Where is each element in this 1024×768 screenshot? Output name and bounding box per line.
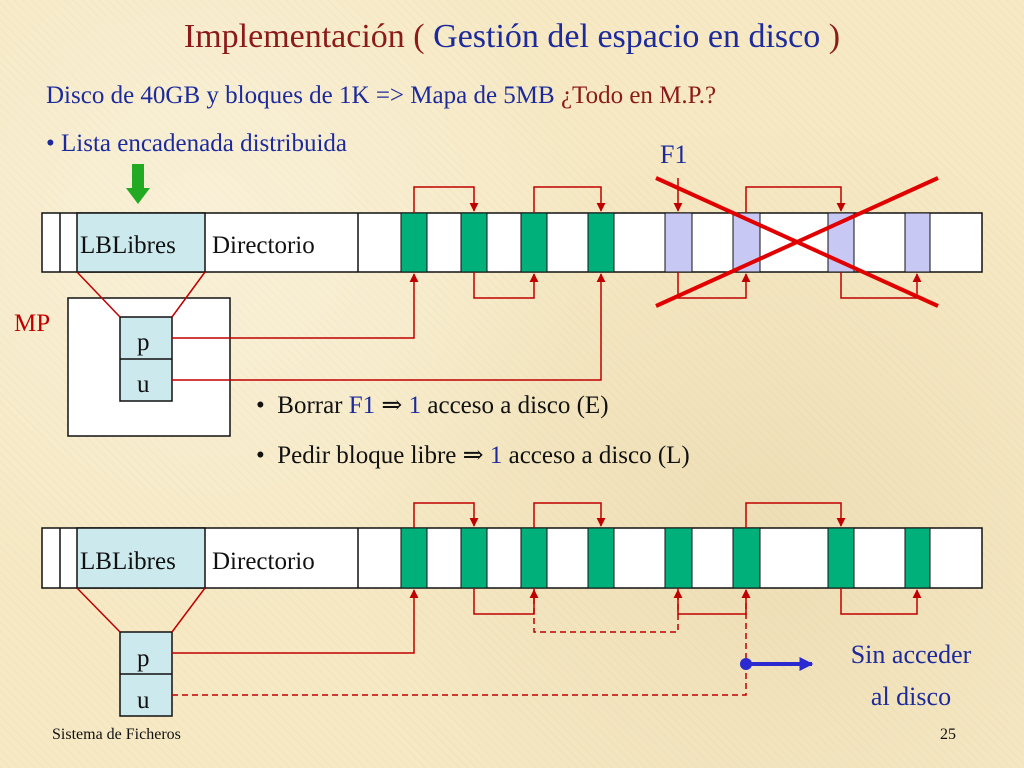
memory-box-top: p u (67, 271, 231, 437)
disk-top: LBLibres Directorio (41, 212, 983, 273)
title-part-1: Implementación ( (183, 18, 434, 55)
disk-bottom: LBLibres Directorio (41, 527, 983, 589)
bullet-pedir-prefix: Pedir bloque libre (277, 442, 457, 469)
bullet-pedir-num: 1 (489, 442, 503, 469)
pointer-u-bottom: u (137, 687, 150, 714)
pointer-p-top: p (137, 329, 150, 356)
bullet-pedir-rest: acceso a disco (L) (502, 442, 690, 469)
f1-label: F1 (660, 140, 688, 169)
free-block (400, 527, 428, 589)
free-block (520, 527, 548, 589)
free-list-links-bottom (413, 502, 922, 615)
bullet-borrar-var: F1 (348, 392, 376, 419)
merged-list-link (533, 588, 683, 633)
free-block (460, 212, 488, 273)
f1-block (904, 212, 931, 273)
bullet-borrar-rest: acceso a disco (E) (421, 392, 609, 419)
bullet-borrar-f1: • Borrar F1 ⇒ 1 acceso a disco (E) (256, 392, 609, 419)
mp-label: MP (14, 310, 51, 337)
lblibres-cell-bottom (76, 527, 206, 589)
sin-acceder-line2: al disco (870, 682, 952, 711)
pointer-p-bottom: p (137, 645, 150, 672)
sin-acceder-line1: Sin acceder (850, 640, 972, 669)
free-block (460, 527, 488, 589)
title-part-2: Gestión del espacio en disco (433, 18, 821, 55)
free-block (400, 212, 428, 273)
page-number: 25 (940, 726, 956, 743)
bullet-borrar-prefix: Borrar (277, 392, 349, 419)
memory-pointers-bottom (172, 589, 419, 654)
free-block (904, 527, 931, 589)
subtitle-highlight: ¿Todo en M.P.? (560, 82, 717, 109)
lblibres-label-top: LBLibres (80, 232, 176, 259)
free-block (732, 527, 761, 589)
bullet-lista-encadenada: • Lista encadenada distribuida (46, 130, 348, 157)
memory-pointers-top (172, 273, 606, 381)
memory-box-bottom: p u (76, 587, 206, 717)
sin-acceder-label: Sin acceder al disco (826, 634, 996, 718)
slide-title: Implementación ( Gestión del espacio en … (0, 18, 1024, 56)
implies-icon: ⇒ (456, 442, 490, 469)
free-block (827, 527, 855, 589)
footer-left: Sistema de Ficheros (52, 726, 181, 743)
memory-pointer-u-dashed (172, 589, 751, 696)
free-block (587, 212, 615, 273)
free-block (664, 527, 693, 589)
f1-block (664, 212, 693, 273)
indicator-arrow-icon (126, 164, 150, 204)
free-block (520, 212, 548, 273)
slide-subtitle: Disco de 40GB y bloques de 1K => Mapa de… (46, 82, 716, 110)
directorio-label-top: Directorio (212, 232, 315, 259)
pointer-u-top: u (137, 371, 150, 398)
bullet-borrar-num: 1 (408, 392, 422, 419)
lblibres-label-bottom: LBLibres (80, 548, 176, 575)
delete-cross-icon (655, 176, 939, 308)
lblibres-cell-top (76, 212, 206, 273)
bullet-pedir-bloque: • Pedir bloque libre ⇒ 1 acceso a disco … (256, 442, 690, 469)
blue-pointer-arrow-icon (740, 657, 814, 671)
f1-chain-links (673, 178, 922, 299)
subtitle-text: Disco de 40GB y bloques de 1K => Mapa de… (46, 82, 561, 109)
directorio-label-bottom: Directorio (212, 548, 315, 575)
free-list-links-top (413, 186, 606, 299)
title-part-3: ) (820, 18, 841, 55)
free-block (587, 527, 615, 589)
implies-icon: ⇒ (375, 392, 409, 419)
